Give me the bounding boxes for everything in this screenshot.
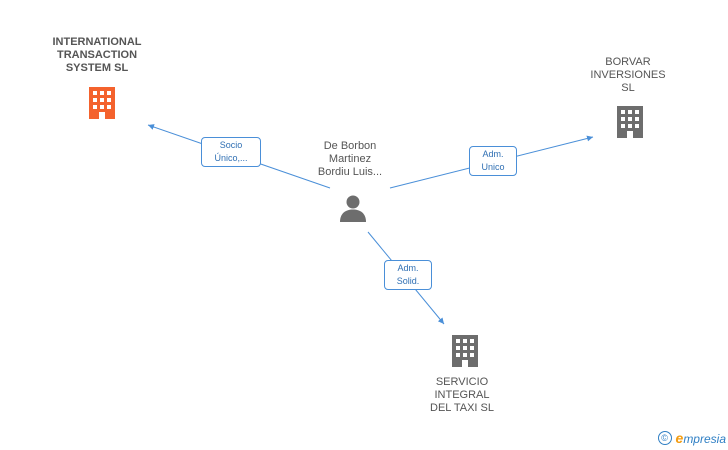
company-label-servicio-integral[interactable]: SERVICIO INTEGRAL DEL TAXI SL [430,376,494,414]
building-icon[interactable] [86,85,118,121]
company-label-borvar-inversiones[interactable]: BORVAR INVERSIONES SL [590,56,666,94]
brand-name: empresia [675,430,726,446]
building-icon[interactable] [614,104,646,140]
company-label-international-transaction[interactable]: INTERNATIONAL TRANSACTION SYSTEM SL [52,36,142,74]
building-icon[interactable] [449,333,481,369]
relation-label-adm-solid[interactable]: Adm. Solid. [384,260,432,290]
copyright-icon: © [657,431,672,445]
relation-label-socio-unico[interactable]: Socio Único,... [201,137,261,167]
person-name-label[interactable]: De Borbon Martinez Bordiu Luis... [317,140,383,178]
relation-label-adm-unico[interactable]: Adm. Unico [469,146,517,176]
empresia-watermark: © empresia [657,430,726,446]
person-icon[interactable] [338,193,368,223]
